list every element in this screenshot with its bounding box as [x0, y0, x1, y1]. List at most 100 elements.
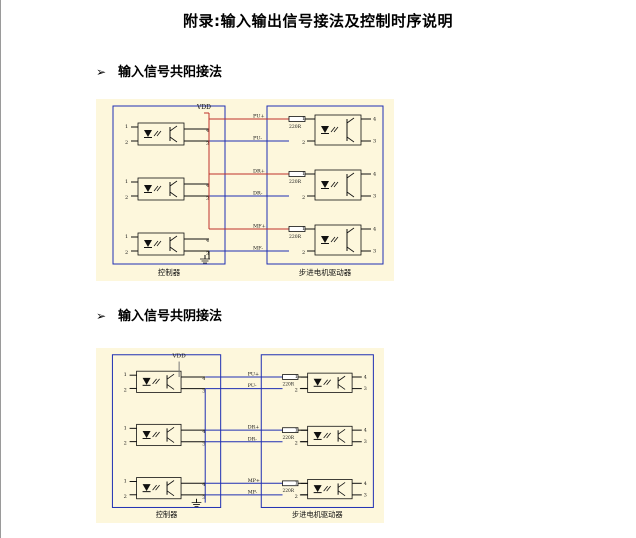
optocoupler-box: [314, 169, 362, 201]
optocoupler-box: [137, 232, 185, 256]
transistor-icon: [337, 482, 346, 497]
resistor-label: 220R: [289, 234, 302, 240]
light-arrow-icon: [330, 181, 339, 188]
resistor-label: 220R: [289, 124, 302, 130]
led-icon: [142, 430, 151, 438]
pin-label: 4: [364, 481, 367, 487]
signal-label-positive: DR+: [253, 169, 265, 175]
transistor-icon: [169, 235, 178, 253]
pin-label: 2: [124, 494, 127, 500]
transistor-icon: [169, 180, 178, 198]
pin-label: 4: [364, 374, 367, 380]
led-icon: [142, 377, 151, 385]
pin-label: 2: [302, 195, 305, 201]
signal-label-negative: DR-: [248, 436, 258, 442]
pin-label: 4: [206, 128, 209, 134]
pin-label: 1: [125, 179, 128, 185]
pin-label: 4: [364, 428, 367, 434]
arrow-bullet-icon: ➢: [96, 65, 107, 79]
resistor-label: 220R: [289, 179, 302, 185]
signal-label-positive: PU+: [248, 372, 259, 378]
led-icon: [144, 240, 152, 247]
signal-label-negative: DR-: [253, 191, 263, 197]
optocoupler-box: [314, 224, 362, 256]
section-heading-common-anode: ➢输入信号共阳接法: [96, 61, 222, 80]
pin-label: 3: [206, 141, 209, 147]
pin-label: 4: [373, 227, 376, 233]
led-icon: [321, 236, 329, 243]
section-heading-common-cathode: ➢ 输入信号共阴接法: [96, 305, 222, 324]
pin-label: 4: [206, 238, 209, 244]
led-icon: [321, 181, 329, 188]
pin-label: 2: [125, 250, 128, 256]
light-arrow-icon: [153, 240, 162, 247]
signal-label-positive: MF+: [253, 224, 266, 230]
transistor-icon: [346, 172, 355, 198]
pin-label: 1: [302, 226, 305, 232]
pin-label: 1: [295, 374, 298, 380]
signal-label-positive: MP+: [248, 478, 260, 484]
driver-frame: [266, 105, 384, 265]
led-icon: [142, 484, 151, 492]
ground-icon: [191, 502, 202, 507]
section-heading-text: 输入信号共阴接法: [118, 309, 223, 324]
pin-label: 3: [202, 442, 205, 448]
led-icon: [144, 185, 152, 192]
light-arrow-icon: [330, 126, 339, 133]
led-icon: [313, 378, 322, 386]
driver-label: 步进电机驱动器: [292, 510, 343, 519]
led-icon: [321, 126, 329, 133]
optocoupler-box: [136, 477, 182, 500]
transistor-icon: [166, 427, 175, 443]
resistor-label: 220R: [283, 383, 295, 388]
signal-label-negative: PU-: [248, 383, 257, 389]
transistor-icon: [337, 375, 346, 390]
resistor-label: 220R: [283, 489, 295, 494]
pin-label: 1: [125, 124, 128, 130]
diagram-background: [96, 99, 394, 281]
pin-label: 3: [202, 495, 205, 501]
signal-label-negative: MF-: [253, 246, 263, 252]
driver-frame: [260, 354, 374, 508]
transistor-icon: [346, 227, 355, 253]
signal-label-negative: MP-: [248, 489, 258, 495]
pin-label: 2: [295, 441, 298, 447]
pin-label: 4: [373, 172, 376, 178]
light-arrow-icon: [152, 484, 160, 491]
controller-frame: [111, 354, 222, 508]
pin-label: 3: [373, 139, 376, 145]
pin-label: 2: [302, 250, 305, 256]
signal-label-negative: PU-: [253, 136, 262, 142]
optocoupler-box: [137, 122, 185, 146]
pin-label: 3: [364, 439, 367, 445]
led-icon: [144, 130, 152, 137]
light-arrow-icon: [323, 485, 331, 492]
pin-label: 4: [202, 482, 205, 488]
pin-label: 1: [302, 171, 305, 177]
pin-label: 3: [202, 388, 205, 394]
optocoupler-box: [137, 177, 185, 201]
pin-label: 1: [124, 425, 127, 431]
optocoupler-box: [314, 114, 362, 146]
pin-label: 3: [364, 386, 367, 392]
pin-label: 4: [202, 376, 205, 382]
pin-label: 3: [206, 251, 209, 257]
pin-label: 1: [295, 480, 298, 486]
page-title: 附录:输入输出信号接法及控制时序说明: [182, 12, 453, 30]
common-anode-diagram: 控制器步进电机驱动器VDD1243PU+PU-220R12431243DR+DR…: [96, 99, 394, 281]
pin-label: 1: [295, 427, 298, 433]
led-icon: [313, 431, 322, 439]
resistor-label: 220R: [283, 436, 295, 441]
pin-label: 2: [295, 494, 298, 500]
driver-label: 步进电机驱动器: [299, 267, 352, 277]
controller-frame: [112, 105, 226, 265]
transistor-icon: [166, 480, 175, 497]
pin-label: 2: [302, 140, 305, 146]
vdd-label: VDD: [196, 104, 211, 111]
pin-label: 4: [373, 117, 376, 123]
pin-label: 2: [124, 441, 127, 447]
light-arrow-icon: [153, 130, 162, 137]
arrow-bullet-icon: ➢: [96, 309, 107, 323]
optocoupler-box: [307, 372, 353, 393]
pin-label: 1: [125, 234, 128, 240]
